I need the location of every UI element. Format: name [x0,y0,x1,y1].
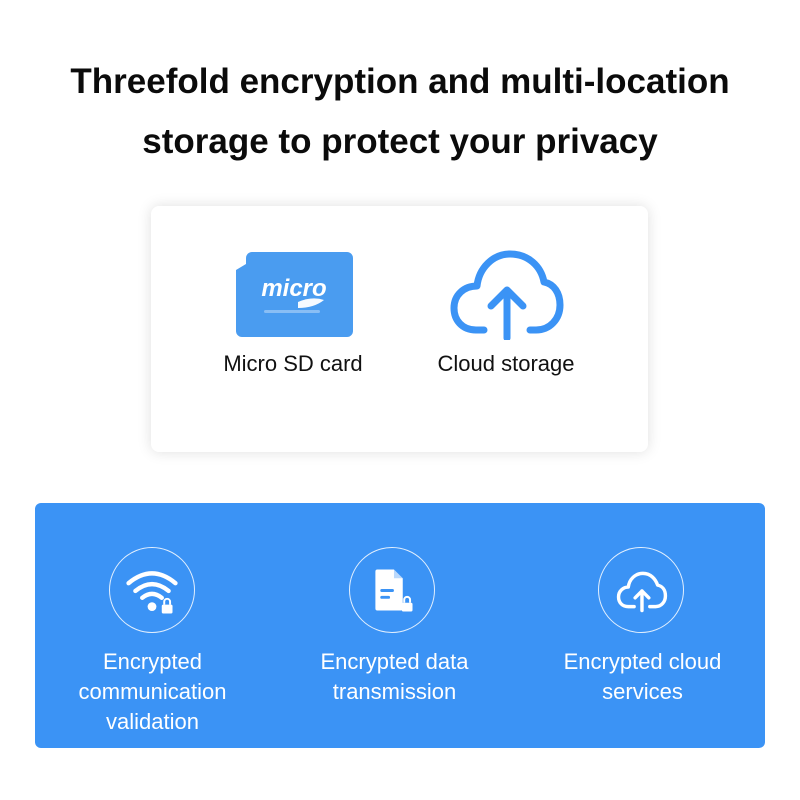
feature-icon-circle [109,547,195,633]
headline-line-2: storage to protect your privacy [142,122,658,161]
cloud-upload-icon [616,571,668,613]
micro-sd-card-icon: micro [236,252,353,337]
storage-options-card: micro Micro SD card Cloud storage [151,206,648,452]
wifi-lock-icon [126,571,178,614]
document-lock-icon [375,569,413,612]
feature-icon-circle [349,547,435,633]
page-headline: Threefold encryption and multi-location … [0,52,800,172]
feature-label: Encrypted communication validation [78,649,227,734]
cloud-storage-label: Cloud storage [437,351,575,376]
micro-sd-card-label: Micro SD card [223,351,363,376]
feature-label: Encrypted cloud services [563,649,722,704]
feature-icon-circle [598,547,684,633]
cloud-upload-icon [450,250,564,340]
micro-sd-logo-text: micro [261,275,326,302]
headline-line-1: Threefold encryption and multi-location [70,62,730,101]
feature-label: Encrypted data transmission [320,649,469,704]
encryption-features-panel: Encrypted communication validation Encry… [35,503,765,748]
